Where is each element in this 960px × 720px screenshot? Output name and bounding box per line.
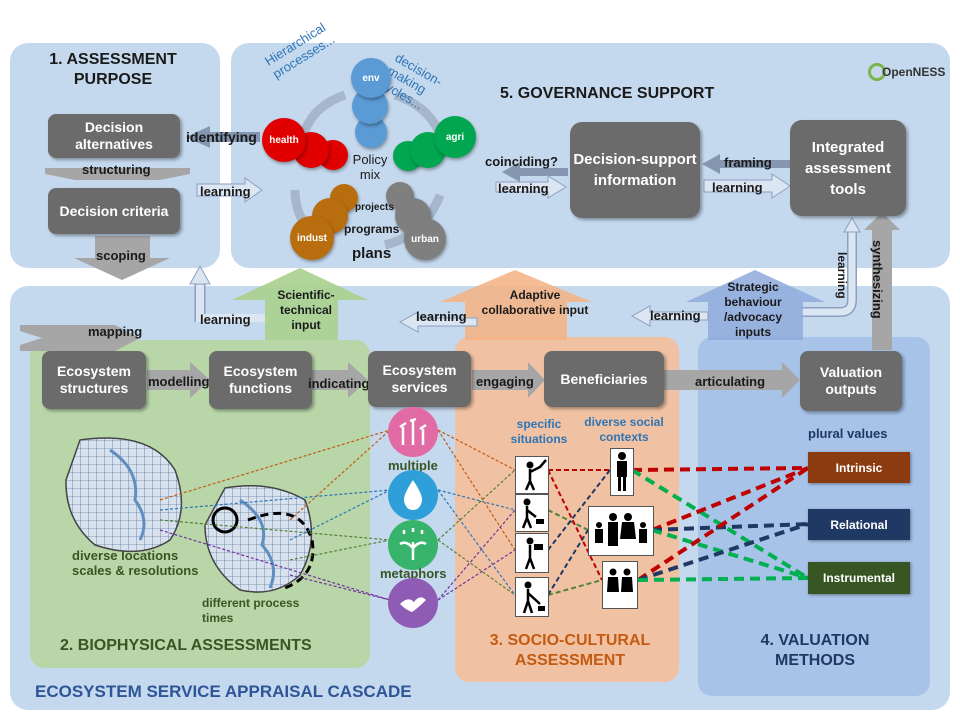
biophysical-title: 2. BIOPHYSICAL ASSESSMENTS [60,637,312,654]
instrumental-box: Instrumental [808,562,910,594]
learning-gov-left-label: learning [498,181,549,196]
assessment-purpose-title: 1. ASSESSMENT PURPOSE [49,51,177,88]
scoping-label: scoping [96,248,146,263]
beneficiaries-box: Beneficiaries [544,351,664,407]
gardener-icon [515,577,549,617]
diverse-contexts-label: diverse social contexts [584,415,664,444]
learning-mid-2-label: learning [416,309,467,324]
ecosystem-services-box: Ecosystem services [368,351,471,407]
relational-box: Relational [808,509,910,540]
socio-cultural-title: 3. SOCIO-CULTURAL ASSESSMENT [489,632,651,669]
articulating-label: articulating [695,374,766,389]
coinciding-label: coinciding? [485,154,558,169]
modelling-label: modelling [148,374,210,389]
ecosystem-tree-icon [388,407,438,457]
engaging-label: engaging [476,374,534,389]
agri-circle: agri [434,116,476,158]
env-circle: env [351,58,391,98]
learning-mid-1-label: learning [200,312,251,327]
learning-gov-vertical-label: learning [835,252,849,299]
fisherman-icon [515,456,549,494]
indicating-label: indicating [308,376,370,391]
plural-values-label: plural values [808,426,888,441]
logo-ring-icon [868,63,886,81]
process-times-label: different process times [202,596,300,625]
valuation-outputs-box: Valuation outputs [800,351,902,411]
ecosystem-structures-box: Ecosystem structures [42,351,146,409]
multiple-label: multiple [388,458,438,473]
couple-icon [602,561,638,609]
specific-situations-label: specific situations [510,417,568,446]
learning-gov-right-label: learning [712,180,763,195]
person-icon [610,448,634,496]
integrated-tools-box: Integrated assessment tools [790,120,906,216]
ecosystem-functions-box: Ecosystem functions [209,351,312,409]
health-circle: health [262,118,306,162]
biophysical-map-left [65,437,183,553]
mapping-label: mapping [88,324,143,339]
identifying-label: identifying [186,129,257,145]
plans-label: plans [352,245,392,262]
decision-alternatives-box: Decision alternatives [48,114,180,158]
policy-mix-label: Policy mix [352,152,388,182]
decision-criteria-box: Decision criteria [48,188,180,234]
valuation-title: 4. VALUATION METHODS [760,632,870,669]
programs-label: programs [344,222,400,236]
logo-text: OpenNESS [882,65,946,79]
projects-label: projects [355,202,394,213]
framing-label: framing [724,155,772,170]
governance-support-title: 5. GOVERNANCE SUPPORT [500,85,715,102]
dog-walker-icon [515,494,549,532]
diverse-locations-label: diverse locations scales & resolutions [72,548,199,578]
learning-purpose-label: learning [200,184,251,199]
cascade-title: ECOSYSTEM SERVICE APPRAISAL CASCADE [35,682,412,701]
biophysical-map-right [204,484,315,593]
scientific-input-label: Scientific-technical input [277,288,335,332]
strategic-input-label: Strategic behaviour /advocacy inputs [723,280,783,339]
photographer-icon [515,533,549,573]
synthesizing-label: synthesizing [870,240,885,319]
plant-growth-icon [388,520,438,570]
bird-bee-icon [388,578,438,628]
indust-circle: indust [290,216,334,260]
metaphors-label: metaphors [380,566,447,581]
openness-logo: OpenNESS [868,62,945,84]
structuring-label: structuring [82,162,151,177]
learning-mid-3-label: learning [650,308,701,323]
water-drop-icon [388,470,438,520]
adaptive-input-label: Adaptive collaborative input [481,288,589,317]
intrinsic-box: Intrinsic [808,452,910,483]
family-icon [588,506,654,556]
decision-support-box: Decision-support information [570,122,700,218]
urban-circle: urban [404,218,446,260]
